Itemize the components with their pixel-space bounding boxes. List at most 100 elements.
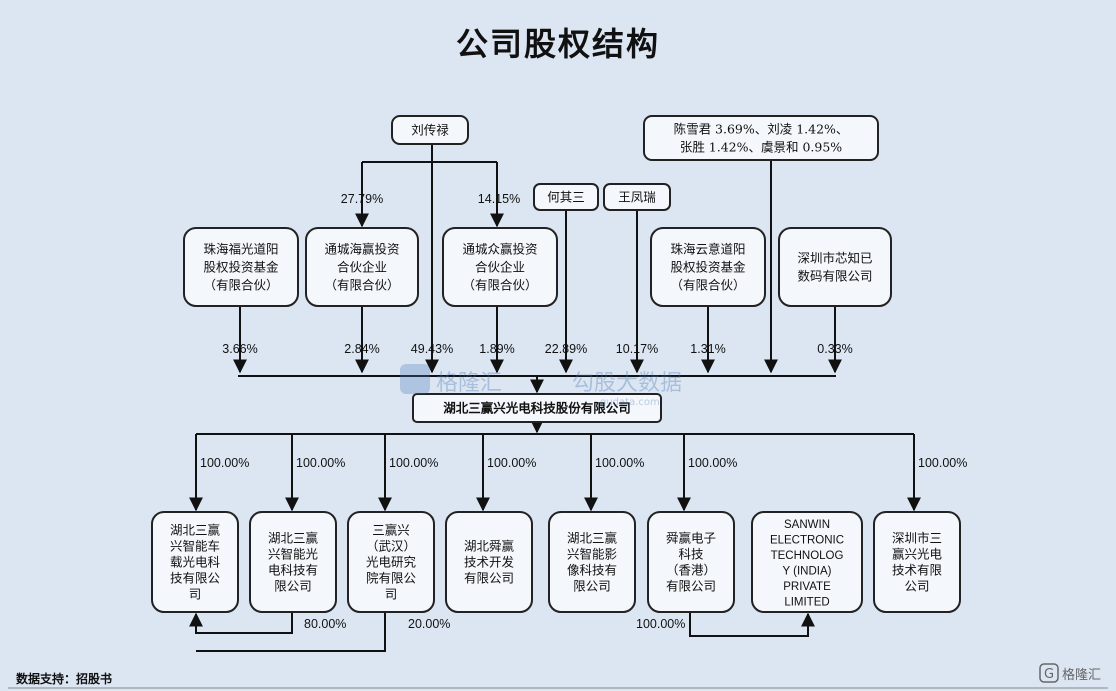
person-box-other-holders: 陈雪君 3.69%、刘凌 1.42%、张胜 1.42%、虞景和 0.95% <box>643 115 879 161</box>
subsidiary-box-sub3-line: 院有限公 <box>366 571 417 586</box>
subsidiary-box-sub1-line: 司 <box>189 587 202 602</box>
subsidiary-box-sub2-line: 电科技有 <box>268 563 318 578</box>
shareholder-box-zhuhaiyun-line: 股权投资基金 <box>670 260 746 275</box>
shareholder-box-tonghai-line: 合伙企业 <box>337 260 387 275</box>
pct-liu_direct: 49.43% <box>411 342 453 356</box>
shareholder-box-zhuhaifu-line: （有限合伙） <box>203 278 278 293</box>
watermark-brand: 格隆汇 <box>436 371 502 396</box>
watermark: 格隆汇 勾股大数据 gudata.com <box>400 364 682 408</box>
connector-lines <box>189 144 921 652</box>
subsidiary-box-sub1-frame <box>151 511 239 613</box>
shareholder-box-tongzhong-frame <box>442 227 558 307</box>
subsidiary-box-sub8-line: 深圳市三 <box>892 531 942 546</box>
pct-sub2-sub1: 80.00% <box>304 617 346 631</box>
subsidiary-box-sub5-frame <box>548 511 636 613</box>
pct-sub2: 100.00% <box>296 456 345 470</box>
shareholder-box-zhuhaiyun-frame <box>650 227 766 307</box>
shareholder-box-zhuhaifu-line: 珠海福光道阳 <box>203 242 278 257</box>
subsidiary-box-sub3-frame <box>347 511 435 613</box>
subsidiary-box-sub4-line: 有限公司 <box>464 571 514 586</box>
pct-zhuhaifu: 3.66% <box>222 342 257 356</box>
subsidiary-box-sub3-line: 三赢兴 <box>372 523 410 538</box>
person-box-other-holders-line: 陈雪君 3.69%、刘凌 1.42%、 <box>674 122 849 137</box>
subsidiary-box-sub1-line: 技有限公 <box>170 571 221 586</box>
person-box-liu-line: 刘传禄 <box>411 123 449 138</box>
person-box-liu: 刘传禄 <box>391 115 469 145</box>
pct-sub4: 100.00% <box>487 456 536 470</box>
pct-sub3: 100.00% <box>389 456 438 470</box>
subsidiary-box-sub2-line: 兴智能光 <box>268 547 318 562</box>
pct-sub8: 100.00% <box>918 456 967 470</box>
subsidiary-box-sub6-line: 舜赢电子 <box>666 531 716 546</box>
footer-logo: G 格隆汇 <box>1039 663 1101 683</box>
shareholder-box-tongzhong-line: 合伙企业 <box>475 260 525 275</box>
watermark-brand2: 勾股大数据 <box>572 371 682 396</box>
pct-wang_direct: 10.17% <box>616 342 658 356</box>
shareholder-box-tonghai-line: （有限合伙） <box>324 278 399 293</box>
person-box-heqisan-line: 何其三 <box>547 190 585 205</box>
subsidiary-box-sub7-line: TECHNOLOG <box>771 550 844 562</box>
subsidiary-box-sub5-line: 像科技有 <box>567 563 617 578</box>
subsidiary-box-sub2-frame <box>249 511 337 613</box>
shareholder-box-zhuhaifu-frame <box>183 227 299 307</box>
person-box-wangfengrui-line: 王凤瑞 <box>618 190 656 205</box>
pct-liu-tongzhong: 14.15% <box>478 192 520 206</box>
percentage-labels: 27.79%14.15%3.66%2.84%49.43%1.89%22.89%1… <box>200 192 967 631</box>
shareholder-box-tongzhong-line: 通城众赢投资 <box>462 242 537 257</box>
shareholder-box-zhuhaiyun-line: 珠海云意道阳 <box>670 242 745 257</box>
subsidiary-box-sub5-line: 限公司 <box>573 579 611 594</box>
person-box-other-holders-frame <box>643 115 879 161</box>
shareholder-box-zhuhaifu-line: 股权投资基金 <box>203 260 279 275</box>
person-box-wangfengrui: 王凤瑞 <box>603 183 671 211</box>
subsidiary-box-sub2-line: 湖北三赢 <box>268 531 319 546</box>
subsidiary-box-sub3-line: 光电研究 <box>366 555 417 570</box>
pct-sub5: 100.00% <box>595 456 644 470</box>
company-box-frame <box>412 393 662 423</box>
subsidiary-box-sub8-frame <box>873 511 961 613</box>
subsidiary-box-sub8-line: 赢兴光电 <box>892 547 943 562</box>
subsidiary-box-sub7-line: ELECTRONIC <box>770 534 844 546</box>
pct-sub6: 100.00% <box>688 456 737 470</box>
subsidiary-box-sub4-frame <box>445 511 533 613</box>
subsidiary-box-sub8-line: 公司 <box>904 579 929 594</box>
subsidiary-box-sub6-line: （香港） <box>666 563 716 578</box>
pct-sub3-sub1: 20.00% <box>408 617 450 631</box>
person-box-wangfengrui-frame <box>603 183 671 211</box>
shareholder-box-shenzhenxin-line: 数码有限公司 <box>797 269 872 284</box>
subsidiary-box-sub4-line: 湖北舜赢 <box>464 539 515 554</box>
company-box-line: 湖北三赢兴光电科技股份有限公司 <box>443 401 631 416</box>
subsidiary-box-sub1-line: 湖北三赢 <box>170 523 221 538</box>
subsidiary-box-sub6-line: 有限公司 <box>666 579 716 594</box>
logo-icon <box>1039 663 1059 683</box>
subsidiary-box-sub8-line: 技术有限 <box>892 563 943 578</box>
pct-tonghai: 2.84% <box>344 342 379 356</box>
subsidiary-box-sub3-line: （武汉） <box>366 539 416 554</box>
shareholder-box-tonghai-frame <box>305 227 419 307</box>
company-box: 湖北三赢兴光电科技股份有限公司 <box>412 393 662 423</box>
shareholder-box-tongzhong-line: （有限合伙） <box>462 278 537 293</box>
pct-sub6-sub7: 100.00% <box>636 617 685 631</box>
logo-mark: G <box>1044 667 1054 682</box>
subsidiary-box-sub2-line: 限公司 <box>274 579 312 594</box>
pct-zhuhaiyun: 1.31% <box>690 342 725 356</box>
data-source-label: 数据支持：招股书 <box>16 671 112 686</box>
subsidiary-box-sub6-frame <box>647 511 735 613</box>
subsidiary-box-sub7-line: Y (INDIA) <box>783 565 832 577</box>
subsidiary-box-sub1-line: 兴智能车 <box>170 539 220 554</box>
page-title: 公司股权结构 <box>456 25 660 63</box>
pct-sub1: 100.00% <box>200 456 249 470</box>
pct-tongzhong: 1.89% <box>479 342 514 356</box>
shareholder-box-tonghai-line: 通城海赢投资 <box>324 242 399 257</box>
person-box-other-holders-line: 张胜 1.42%、虞景和 0.95% <box>680 140 842 155</box>
subsidiary-box-sub1-line: 载光电科 <box>170 555 221 570</box>
sub3-to-sub1-line <box>196 612 386 652</box>
